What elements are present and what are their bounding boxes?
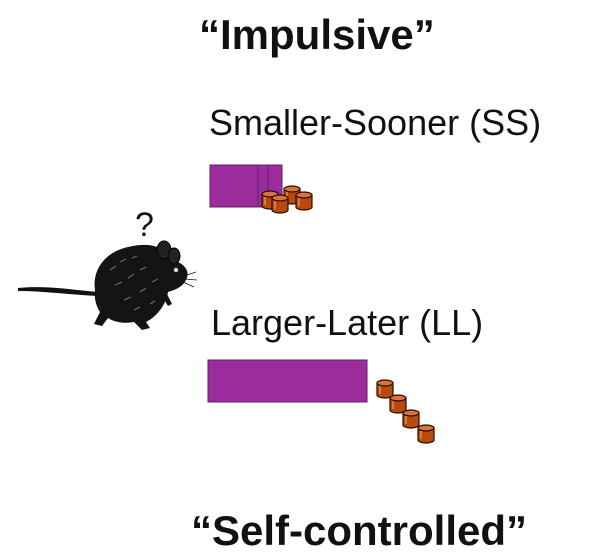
larger-later-label: Larger-Later (LL) (211, 302, 484, 343)
ll-delay-bar (207, 359, 368, 403)
food-pellet-icon (402, 409, 420, 429)
impulsive-title: “Impulsive” (199, 11, 435, 58)
choice-question-mark: ? (135, 206, 154, 244)
smaller-sooner-label: Smaller-Sooner (SS) (209, 102, 542, 143)
self-controlled-title: “Self-controlled” (191, 507, 528, 554)
food-pellet-icon (271, 194, 289, 214)
rat-icon (18, 240, 198, 330)
food-pellet-icon (376, 379, 394, 399)
food-pellet-icon (417, 424, 435, 444)
ll-food-pellets (376, 379, 435, 444)
food-pellet-icon (295, 191, 313, 211)
food-pellet-icon (389, 394, 407, 414)
